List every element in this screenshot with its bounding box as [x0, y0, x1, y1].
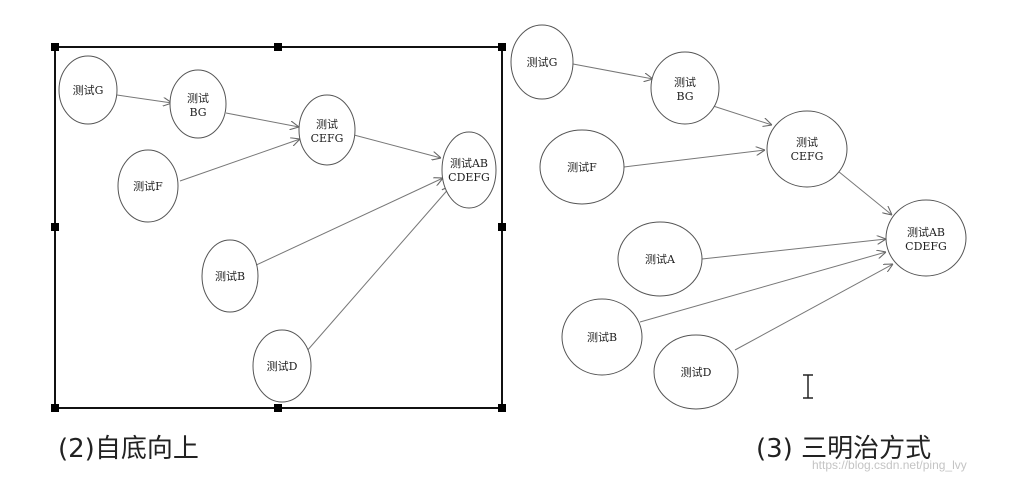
node-label: 测试F: [567, 161, 597, 174]
node-test-cefg[interactable]: 测试 CEFG: [298, 94, 356, 166]
resize-handle-bottom-middle[interactable]: [274, 404, 282, 412]
node-label: 测试G: [527, 56, 558, 69]
node-label: 测试: [316, 118, 338, 131]
node-test-f[interactable]: 测试F: [539, 129, 625, 205]
node-test-abcdefg[interactable]: 测试AB CDEFG: [885, 199, 967, 277]
node-test-f[interactable]: 测试F: [117, 149, 179, 223]
resize-handle-top-left[interactable]: [51, 43, 59, 51]
bottom-up-diagram: 测试G 测试 BG 测试 CEFG 测试F 测试AB CDEFG 测试B 测试D: [51, 43, 506, 412]
node-test-d[interactable]: 测试D: [653, 334, 739, 410]
node-label: 测试D: [681, 366, 712, 379]
node-label: CDEFG: [905, 240, 947, 253]
edge-b-to-abcdefg: [639, 252, 886, 323]
edge-cefg-to-abcdefg: [832, 166, 892, 215]
edge-g-to-bg: [116, 94, 172, 103]
edge-d-to-abcdefg: [305, 186, 451, 353]
node-label: 测试A: [645, 253, 676, 266]
edge-bg-to-cefg: [225, 112, 299, 127]
node-label: 测试B: [215, 270, 245, 283]
resize-handle-bottom-right[interactable]: [498, 404, 506, 412]
node-label: 测试: [187, 92, 209, 105]
node-test-bg[interactable]: 测试 BG: [169, 69, 227, 139]
node-test-abcdefg[interactable]: 测试AB CDEFG: [441, 131, 497, 209]
node-label: 测试AB: [907, 226, 945, 239]
node-label: 测试G: [73, 84, 104, 97]
resize-handle-top-right[interactable]: [498, 43, 506, 51]
text-cursor-icon: [803, 374, 813, 399]
caption-bottom-up: (2)自底向上: [58, 434, 199, 464]
node-label: 测试B: [587, 331, 617, 344]
node-label: BG: [676, 90, 693, 103]
node-test-d[interactable]: 测试D: [252, 329, 312, 403]
resize-handle-bottom-left[interactable]: [51, 404, 59, 412]
watermark: https://blog.csdn.net/ping_lvy: [812, 458, 967, 472]
edge-cefg-to-abcdefg: [353, 134, 441, 158]
resize-handle-top-middle[interactable]: [274, 43, 282, 51]
node-label: 测试AB: [450, 157, 488, 170]
node-test-bg[interactable]: 测试 BG: [650, 51, 720, 125]
node-test-g[interactable]: 测试G: [58, 55, 118, 125]
caption-sandwich: (3) 三明治方式: [756, 434, 932, 464]
edge-bg-to-cefg: [706, 103, 772, 125]
edge-g-to-bg: [572, 63, 653, 79]
sandwich-diagram: 测试G 测试 BG 测试 CEFG 测试F 测试AB CDEFG 测试A 测试B: [510, 24, 967, 410]
node-label: CEFG: [311, 132, 344, 145]
edge-a-to-abcdefg: [701, 239, 886, 260]
node-label: 测试F: [133, 180, 163, 193]
node-label: CEFG: [791, 150, 824, 163]
node-test-b[interactable]: 测试B: [201, 239, 259, 313]
edge-b-to-abcdefg: [251, 178, 443, 268]
node-test-a[interactable]: 测试A: [617, 221, 703, 297]
edge-f-to-cefg: [179, 139, 300, 182]
node-label: CDEFG: [448, 171, 490, 184]
node-test-cefg[interactable]: 测试 CEFG: [766, 110, 848, 188]
node-test-g[interactable]: 测试G: [510, 24, 574, 100]
node-label: 测试: [796, 136, 818, 149]
node-label: 测试: [674, 76, 696, 89]
edge-f-to-cefg: [623, 150, 765, 168]
node-label: BG: [189, 106, 206, 119]
resize-handle-middle-right[interactable]: [498, 223, 506, 231]
edge-d-to-abcdefg: [734, 264, 893, 351]
node-label: 测试D: [267, 360, 298, 373]
node-test-b[interactable]: 测试B: [561, 298, 643, 376]
resize-handle-middle-left[interactable]: [51, 223, 59, 231]
